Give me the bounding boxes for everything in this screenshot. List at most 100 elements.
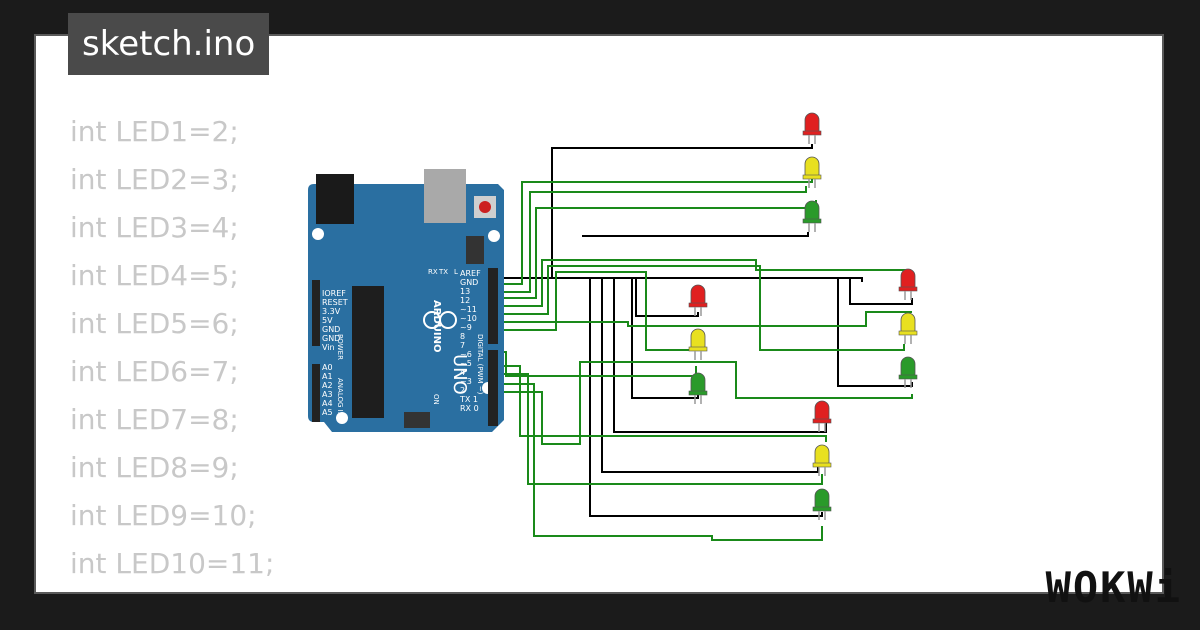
red-led[interactable] bbox=[804, 112, 820, 133]
code-line: int LED8=9; bbox=[70, 451, 239, 484]
pin-label: A2 bbox=[322, 381, 333, 390]
code-line: int LED10=11; bbox=[70, 547, 275, 580]
pin-label: RX 0 bbox=[460, 404, 479, 413]
pin-label: A4 bbox=[322, 399, 333, 408]
signal-wire[interactable] bbox=[498, 186, 807, 293]
pin-label: A3 bbox=[322, 390, 333, 399]
ground-wire[interactable] bbox=[635, 278, 699, 317]
signal-wire[interactable] bbox=[498, 373, 823, 485]
ground-wire[interactable] bbox=[849, 278, 913, 305]
pin-label: ~9 bbox=[460, 323, 472, 332]
power-header-label: POWER bbox=[336, 334, 344, 360]
red-led[interactable] bbox=[814, 400, 830, 421]
pin-label: 7 bbox=[460, 341, 465, 350]
traffic-light-4 bbox=[812, 400, 832, 520]
yellow-led[interactable] bbox=[690, 328, 706, 349]
code-line: int LED5=6; bbox=[70, 307, 239, 340]
icsp-header bbox=[466, 236, 484, 264]
preview-card: int LED1=2; int LED2=3; int LED3=4; int LED… bbox=[34, 34, 1164, 594]
digital-header-bottom bbox=[488, 350, 498, 426]
signal-wire[interactable] bbox=[498, 351, 697, 377]
on-label: ON bbox=[432, 394, 440, 405]
pin-label: AREF bbox=[460, 269, 481, 278]
pin-label: 8 bbox=[460, 332, 465, 341]
microcontroller-chip bbox=[352, 286, 384, 418]
reset-button[interactable] bbox=[479, 201, 491, 213]
mount-hole bbox=[312, 228, 324, 240]
tx-label: TX bbox=[438, 268, 448, 276]
led-rim bbox=[802, 218, 822, 224]
code-line: int LED2=3; bbox=[70, 163, 239, 196]
l-label: L bbox=[454, 268, 458, 276]
wires bbox=[498, 144, 913, 541]
signal-wire[interactable] bbox=[498, 365, 827, 442]
ground-wire[interactable] bbox=[589, 278, 823, 517]
code-line: int LED7=8; bbox=[70, 403, 239, 436]
pin-label: ~5 bbox=[460, 359, 472, 368]
green-led[interactable] bbox=[814, 488, 830, 509]
ground-wire[interactable] bbox=[582, 232, 809, 237]
code-preview: int LED1=2; int LED2=3; int LED3=4; int LED… bbox=[70, 108, 275, 592]
pin-label: Vin bbox=[322, 343, 335, 352]
ground-wire[interactable] bbox=[498, 277, 863, 282]
ground-wire[interactable] bbox=[498, 277, 827, 433]
file-tab[interactable]: sketch.ino bbox=[68, 13, 270, 75]
traffic-light-3 bbox=[898, 268, 918, 388]
pin-label: 4 bbox=[460, 368, 465, 377]
pin-label: 5V bbox=[322, 316, 333, 325]
led-rim bbox=[688, 302, 708, 308]
wokwi-logo: WOKWi bbox=[1045, 563, 1182, 612]
code-line: int LED3=4; bbox=[70, 211, 239, 244]
led-rim bbox=[898, 374, 918, 380]
rx-label: RX bbox=[428, 268, 438, 276]
green-led[interactable] bbox=[900, 356, 916, 377]
model-label: UNO bbox=[449, 354, 470, 395]
green-led[interactable] bbox=[690, 372, 706, 393]
ground-wire[interactable] bbox=[837, 278, 913, 387]
yellow-led[interactable] bbox=[900, 312, 916, 333]
led-rim bbox=[812, 462, 832, 468]
icsp2-header bbox=[404, 412, 430, 428]
analog-header bbox=[312, 364, 320, 422]
code-line: int LED1=2; bbox=[70, 115, 239, 148]
signal-wire[interactable] bbox=[498, 383, 823, 541]
pin-label: ~10 bbox=[460, 314, 477, 323]
signal-wire[interactable] bbox=[498, 361, 913, 445]
code-line: int LED6=7; bbox=[70, 355, 239, 388]
signal-wire[interactable] bbox=[498, 178, 813, 285]
green-led[interactable] bbox=[804, 200, 820, 221]
ground-wire[interactable] bbox=[631, 278, 699, 399]
signal-wire[interactable] bbox=[498, 311, 912, 327]
led-rim bbox=[898, 286, 918, 292]
signal-wire[interactable] bbox=[498, 200, 817, 299]
pin-label: RESET bbox=[322, 298, 348, 307]
signal-wire[interactable] bbox=[498, 271, 700, 351]
red-led[interactable] bbox=[690, 284, 706, 305]
led-rim bbox=[688, 390, 708, 396]
pin-label: 3.3V bbox=[322, 307, 341, 316]
traffic-lights bbox=[688, 112, 918, 520]
mount-hole bbox=[336, 412, 348, 424]
pin-label: A0 bbox=[322, 363, 333, 372]
yellow-led[interactable] bbox=[804, 156, 820, 177]
analog-header-label: ANALOG IN bbox=[336, 378, 344, 417]
pin-label: GND bbox=[460, 278, 478, 287]
led-rim bbox=[802, 130, 822, 136]
traffic-light-2 bbox=[688, 284, 708, 404]
led-rim bbox=[802, 174, 822, 180]
signal-wire[interactable] bbox=[498, 265, 905, 351]
ground-wire[interactable] bbox=[498, 144, 813, 279]
yellow-led[interactable] bbox=[814, 444, 830, 465]
digital-header-label: DIGITAL (PWM ~) bbox=[476, 334, 484, 395]
pin-label: GND bbox=[322, 334, 340, 343]
led-rim bbox=[812, 418, 832, 424]
pin-label: 2 bbox=[460, 386, 465, 395]
pin-label: A5 bbox=[322, 408, 333, 417]
red-led[interactable] bbox=[900, 268, 916, 289]
pin-label: TX 1 bbox=[459, 395, 478, 404]
mount-hole bbox=[488, 230, 500, 242]
